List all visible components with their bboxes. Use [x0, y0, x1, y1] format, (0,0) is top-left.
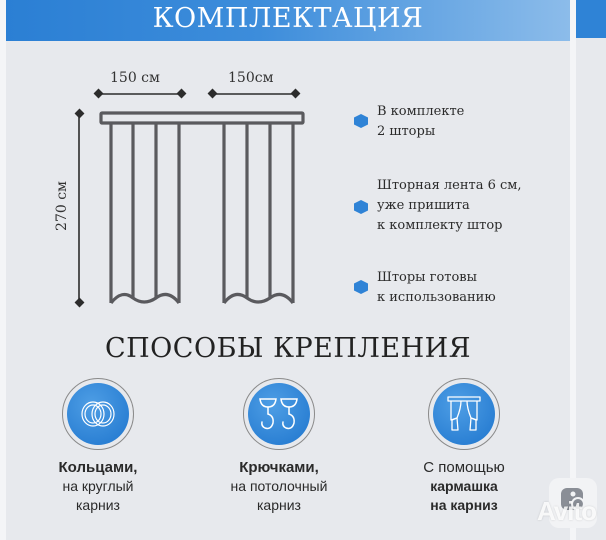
method-subtitle: кармашка на карниз	[430, 478, 498, 513]
banner-title: КОМПЛЕКТАЦИЯ	[152, 3, 424, 34]
width-right-label: 150см	[228, 70, 274, 86]
width-left-label: 150 см	[110, 70, 160, 86]
hexagon-bullet-icon	[354, 280, 368, 294]
avito-logo-icon	[561, 488, 585, 511]
height-label: 270 см	[54, 181, 70, 231]
curtain-dimensions-icon	[74, 88, 305, 308]
hexagon-bullet-icon	[354, 114, 368, 128]
hexagon-bullet-icon	[354, 200, 368, 214]
method-subtitle: на круглый карниз	[62, 478, 134, 513]
method-rings: Кольцами, на круглый карниз	[13, 378, 183, 515]
method-title: Кольцами,	[58, 459, 138, 476]
avito-watermark: Avito	[527, 478, 606, 540]
rings-icon	[81, 401, 115, 427]
product-info-card: КОМПЛЕКТАЦИЯ	[6, 0, 570, 540]
method-subtitle: на потолочный карниз	[230, 478, 328, 513]
method-title: С помощью	[423, 459, 505, 476]
method-pocket: С помощью кармашка на карниз	[379, 378, 549, 515]
header-banner: КОМПЛЕКТАЦИЯ	[6, 0, 570, 41]
methods-section-title: СПОСОБЫ КРЕПЛЕНИЯ	[104, 333, 472, 364]
hooks-icon	[259, 398, 298, 430]
method-title: Крючками,	[239, 459, 319, 476]
method-hooks: Крючками, на потолочный карниз	[194, 378, 364, 515]
next-card-edge	[576, 0, 606, 540]
curtain-pocket-icon	[447, 396, 481, 431]
